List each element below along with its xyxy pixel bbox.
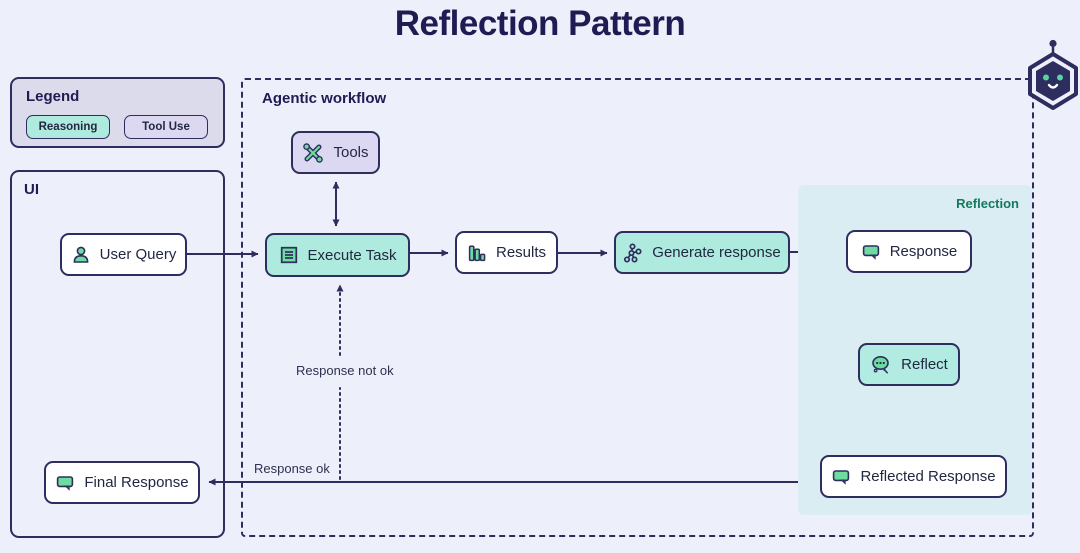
node-label: Generate response	[652, 244, 781, 261]
page-title: Reflection Pattern	[394, 4, 686, 43]
node-label: Execute Task	[307, 246, 397, 264]
bar-chart-icon	[467, 243, 487, 263]
node-reflect: Reflect	[858, 343, 960, 386]
reflection-area-title: Reflection	[956, 196, 1019, 211]
node-final-response: Final Response	[44, 461, 200, 504]
agentic-workflow-title: Agentic workflow	[262, 90, 387, 107]
task-list-icon	[279, 245, 299, 265]
node-label: Final Response	[84, 474, 189, 491]
node-label: Reflect	[901, 356, 948, 373]
legend-chip-reasoning: Reasoning	[26, 115, 110, 139]
node-tools: Tools	[291, 131, 380, 174]
chat-bubble-icon	[55, 473, 75, 493]
thought-bubble-icon	[870, 354, 892, 376]
tools-icon	[302, 142, 324, 164]
robot-icon	[1028, 39, 1078, 110]
ui-panel: UI	[10, 170, 225, 538]
network-icon	[623, 242, 643, 263]
edge-label-response-ok: Response ok	[250, 461, 334, 476]
ui-panel-title: UI	[24, 181, 39, 198]
node-user-query: User Query	[60, 233, 187, 276]
legend-chip-tool-use: Tool Use	[124, 115, 208, 139]
agentic-workflow-panel: Agentic workflow	[241, 78, 1034, 537]
legend-panel: Legend Reasoning Tool Use	[10, 77, 225, 148]
node-label: Reflected Response	[860, 468, 996, 485]
edge-label-response-not-ok: Response not ok	[292, 363, 398, 378]
legend-chip-label: Tool Use	[142, 121, 190, 133]
node-response: Response	[846, 230, 972, 273]
node-results: Results	[455, 231, 558, 274]
chat-bubble-icon	[861, 242, 881, 262]
node-reflected-response: Reflected Response	[820, 455, 1007, 498]
node-label: Results	[495, 244, 547, 261]
chat-bubble-icon	[831, 467, 851, 487]
node-generate-response: Generate response	[614, 231, 790, 274]
node-execute-task: Execute Task	[265, 233, 410, 277]
legend-title: Legend	[26, 88, 80, 105]
node-label: Tools	[333, 144, 369, 161]
node-label: Response	[889, 243, 958, 260]
node-label: User Query	[99, 246, 177, 263]
legend-chip-label: Reasoning	[38, 121, 98, 133]
person-icon	[71, 245, 91, 265]
